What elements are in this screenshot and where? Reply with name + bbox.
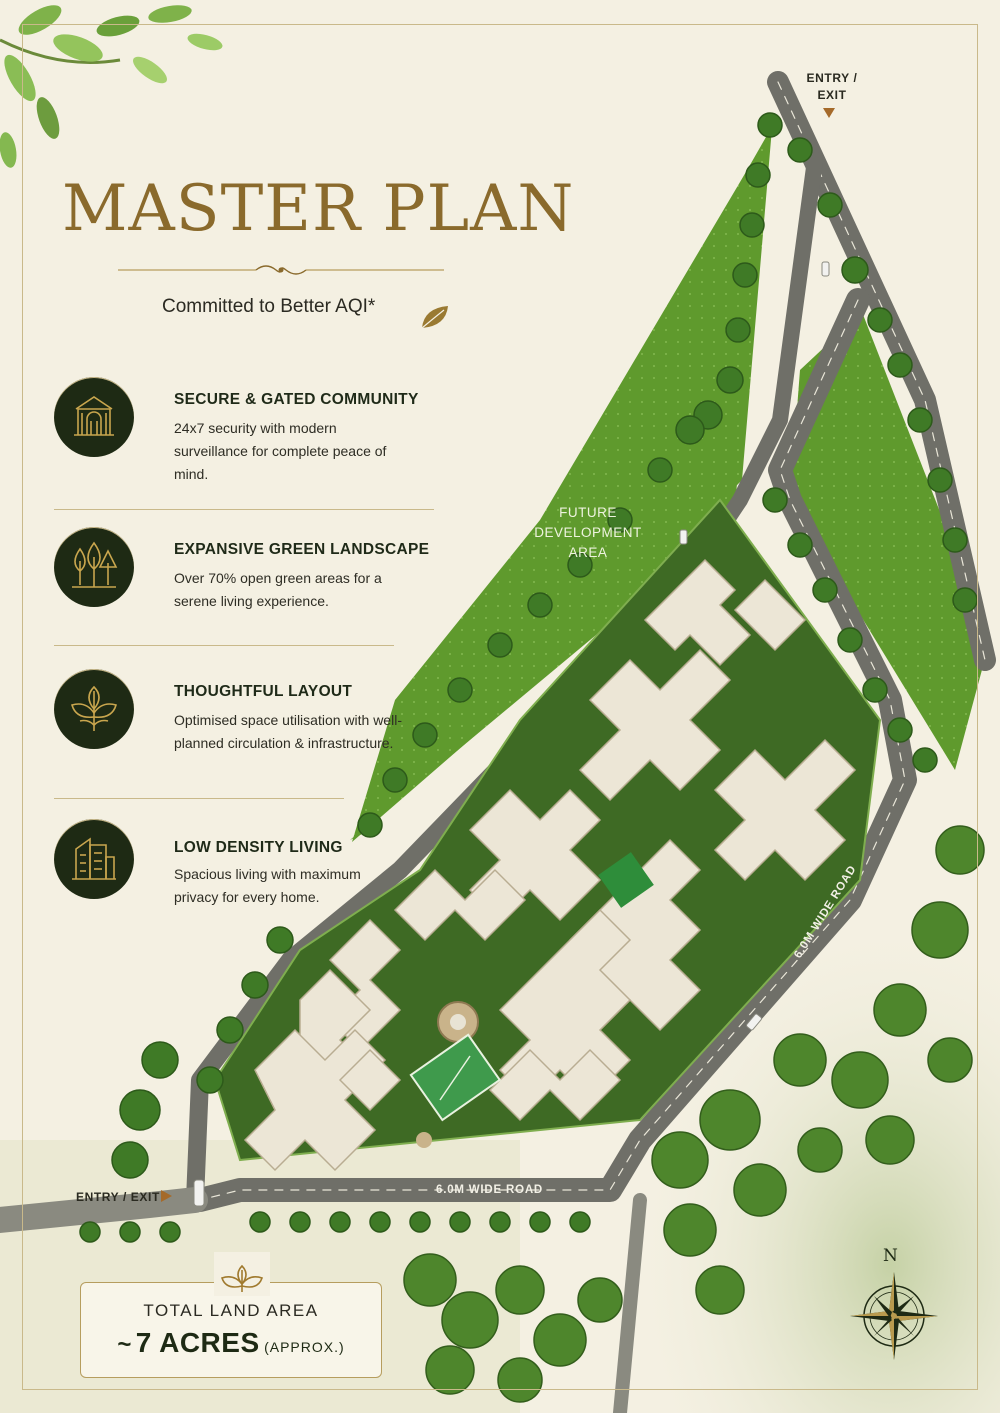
apartment-towers — [243, 558, 857, 1172]
buildings-icon — [54, 819, 134, 899]
entry-exit-top-label: ENTRY / EXIT — [806, 71, 858, 102]
cars — [193, 261, 830, 1207]
feature-description: Over 70% open green areas for a serene l… — [174, 570, 382, 609]
tree-lines — [79, 112, 978, 1243]
corner-leaves — [0, 5, 223, 168]
gate-icon — [54, 377, 134, 457]
entry-exit-bottom-label: ENTRY / EXIT — [76, 1190, 160, 1204]
feature-divider — [54, 509, 434, 510]
forest-clusters — [403, 825, 985, 1403]
leaf-icon — [54, 669, 134, 749]
entry-arrow-top — [823, 108, 835, 118]
title-ornament — [118, 265, 444, 275]
compass-rose-icon — [850, 1272, 938, 1360]
total-land-area-panel: TOTAL LAND AREA ~ 7 ACRES (APPROX.) — [80, 1282, 382, 1378]
land-area-leaf-icon — [214, 1252, 270, 1296]
approx-symbol: ~ — [117, 1331, 132, 1358]
feature-title: SECURE & GATED COMMUNITY — [174, 391, 419, 408]
feature-description: 24x7 security with modern surveillance f… — [174, 420, 387, 482]
feature-title: EXPANSIVE GREEN LANDSCAPE — [174, 541, 430, 558]
entry-arrow-bottom — [161, 1190, 172, 1202]
tagline: Committed to Better AQI* — [162, 296, 376, 317]
feature-title: THOUGHTFUL LAYOUT — [174, 683, 353, 700]
land-area-label: TOTAL LAND AREA — [143, 1301, 319, 1320]
feature-divider — [54, 798, 344, 799]
land-area-number: 7 ACRES — [135, 1327, 260, 1358]
right-lawn — [790, 312, 990, 770]
future-development-label: FUTURE DEVELOPMENT AREA — [534, 505, 642, 560]
feature-description: Spacious living with maximum privacy for… — [174, 866, 361, 905]
land-area-note: (APPROX.) — [264, 1339, 345, 1355]
compass-north-label: N — [883, 1246, 898, 1266]
feature-divider — [54, 645, 394, 646]
feature-description: Optimised space utilisation with well-pl… — [174, 712, 402, 751]
page-title: MASTER PLAN — [62, 172, 575, 246]
land-area-value: ~ 7 ACRES (APPROX.) — [81, 1327, 381, 1359]
central-amenities — [409, 852, 654, 1148]
road-label-bottom: 6.0M WIDE ROAD — [436, 1184, 544, 1196]
feature-title: LOW DENSITY LIVING — [174, 839, 343, 856]
trees-icon — [54, 527, 134, 607]
tagline-leaf-icon — [421, 306, 448, 329]
